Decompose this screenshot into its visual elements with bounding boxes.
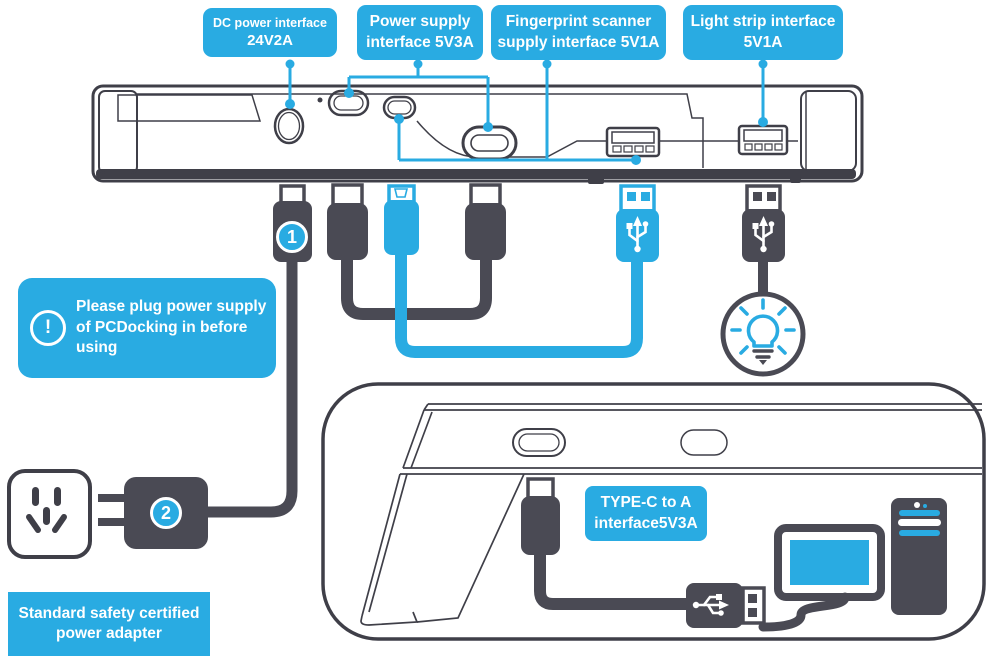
label-line: Standard safety certified bbox=[18, 604, 200, 622]
light-bulb-icon bbox=[730, 298, 796, 365]
label-line: DC power interface bbox=[213, 15, 327, 30]
typec-connector bbox=[521, 477, 690, 610]
label-power-supply-interface: Power supply interface 5V3A bbox=[357, 5, 483, 60]
docking-station bbox=[91, 84, 864, 184]
usb-a-port-left bbox=[605, 126, 661, 158]
label-line: Light strip interface bbox=[690, 13, 836, 31]
reset-hole bbox=[317, 97, 323, 103]
usbc-port-2 bbox=[461, 125, 518, 161]
dc-port bbox=[273, 107, 305, 145]
label-light-strip-interface: Light strip interface 5V1A bbox=[683, 5, 843, 60]
label-line: interface5V3A bbox=[594, 514, 698, 532]
callout-text: Please plug power supply of PCDocking in… bbox=[76, 297, 266, 360]
label-line: 5V1A bbox=[743, 33, 783, 51]
pointer-line-fingerprint bbox=[394, 59, 641, 165]
usbc-to-usbc-cable bbox=[341, 258, 492, 320]
pointer-line-lightstrip bbox=[758, 59, 768, 127]
callout-line: of PCDocking in before bbox=[76, 318, 248, 336]
callout-line: using bbox=[76, 339, 118, 357]
usb-a-connector-blue bbox=[616, 184, 659, 262]
label-line: Fingerprint scanner bbox=[505, 13, 652, 31]
usb-a-port-right bbox=[737, 124, 789, 156]
usb-a-connector-dark bbox=[742, 184, 785, 297]
label-line: power adapter bbox=[56, 625, 162, 642]
pointer-lines bbox=[285, 59, 768, 165]
step-2-badge: 2 bbox=[150, 497, 182, 529]
monitor-back-illustration bbox=[360, 403, 982, 626]
pointer-line-power bbox=[344, 59, 493, 132]
usbc-connector-right bbox=[465, 183, 506, 260]
label-line: 24V2A bbox=[247, 31, 293, 49]
label-dc-power-interface: DC power interface 24V2A bbox=[203, 8, 337, 57]
monitor-handle-slot bbox=[680, 429, 728, 456]
callout-line: Please plug power supply bbox=[76, 297, 267, 315]
step-1-badge: 1 bbox=[276, 221, 308, 253]
exclamation-icon: ! bbox=[30, 310, 66, 346]
micro-usb-connector bbox=[384, 184, 419, 255]
label-power-adapter: Standard safety certified power adapter bbox=[8, 592, 210, 656]
usbc-connector-left bbox=[327, 183, 368, 260]
label-line: supply interface 5V1A bbox=[497, 33, 660, 51]
label-typec-to-a-interface: TYPE-C to A interface5V3A bbox=[585, 486, 707, 541]
monitor-usbc-port bbox=[512, 428, 566, 457]
usb-a-connector-horizontal bbox=[686, 583, 766, 628]
label-line: TYPE-C to A bbox=[600, 494, 692, 512]
pointer-line-dc bbox=[285, 59, 295, 109]
label-line: interface 5V3A bbox=[366, 33, 474, 51]
label-line: Power supply bbox=[369, 13, 471, 31]
pc-tower-icon bbox=[891, 498, 947, 615]
micro-usb-to-usba-cable bbox=[395, 253, 643, 358]
light-strip-circle bbox=[720, 291, 806, 377]
wall-socket-icon bbox=[7, 469, 92, 559]
warning-callout: ! Please plug power supply of PCDocking … bbox=[18, 278, 276, 378]
label-fingerprint-interface: Fingerprint scanner supply interface 5V1… bbox=[491, 5, 666, 60]
desktop-monitor-icon bbox=[758, 524, 885, 632]
